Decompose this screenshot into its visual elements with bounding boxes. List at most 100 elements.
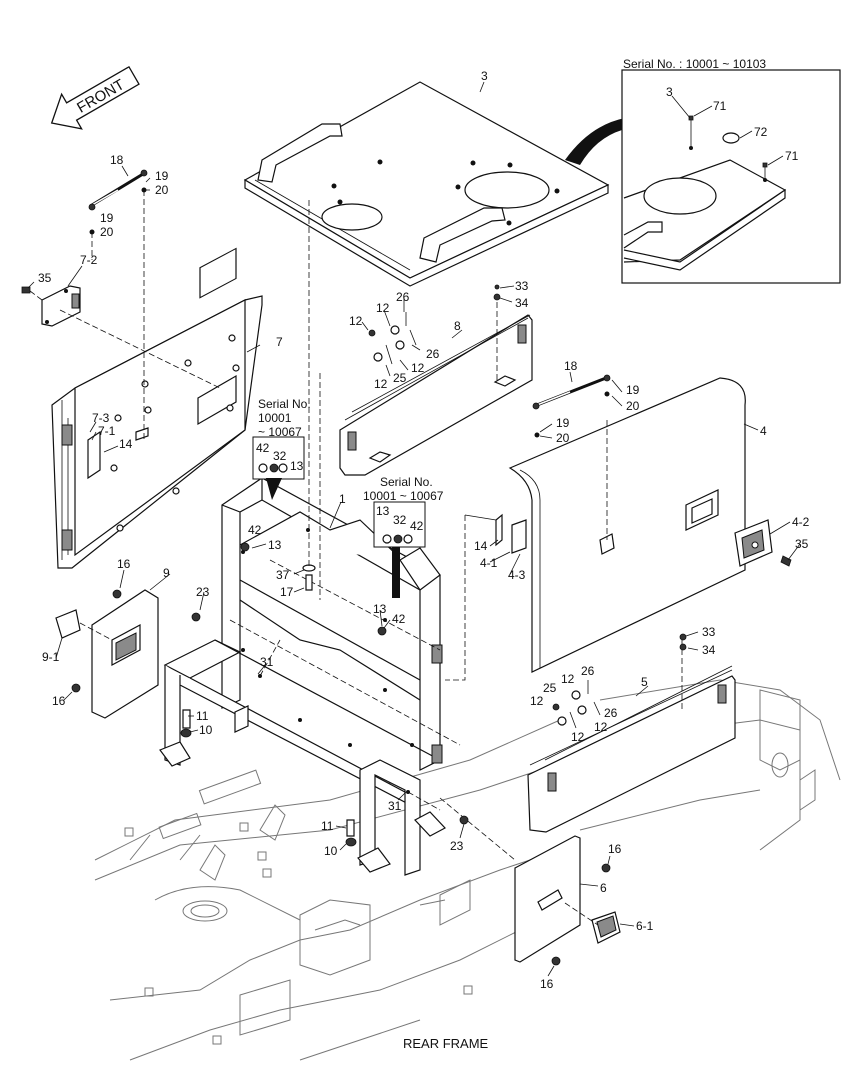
callout-9: 9 [163, 566, 170, 580]
callout-4-2: 4-2 [792, 515, 810, 529]
serial-note-a-line2: 10001 [258, 411, 292, 425]
left-door-part [51, 247, 263, 569]
rear-frame-drawing [94, 679, 841, 1061]
callout-4-1: 4-1 [480, 556, 498, 570]
callout-16c: 16 [608, 842, 622, 856]
callout-19b: 19 [100, 211, 114, 225]
callout-20b: 20 [100, 225, 114, 239]
callout-7-2: 7-2 [80, 253, 98, 267]
callout-34b: 34 [702, 643, 716, 657]
callout-18b: 18 [564, 359, 578, 373]
callout-10a: 10 [199, 723, 213, 737]
callout-12g: 12 [530, 694, 544, 708]
serial-note-a-part2: 32 [273, 449, 287, 463]
callout-12h: 12 [571, 730, 585, 744]
callout-35a: 35 [38, 271, 52, 285]
callout-12d: 12 [374, 377, 388, 391]
leader-lines [27, 81, 801, 977]
callout-11b: 11 [321, 819, 334, 833]
callout-31b: 31 [388, 799, 402, 813]
callout-20d: 20 [556, 431, 570, 445]
callout-19d: 19 [556, 416, 570, 430]
callout-18a: 18 [110, 153, 124, 167]
serial-note-b-line2: 10001 ~ 10067 [363, 489, 444, 503]
callout-26a: 26 [396, 290, 410, 304]
callout-31a: 31 [260, 655, 274, 669]
callout-42b: 42 [392, 612, 406, 626]
right-door-4 [508, 377, 746, 673]
callout-34a: 34 [515, 296, 529, 310]
callout-25a: 25 [393, 371, 407, 385]
side-panel-9 [55, 589, 159, 719]
callout-11a: 11 [196, 709, 209, 723]
callout-16d: 16 [540, 977, 554, 991]
side-cover-8 [319, 302, 533, 600]
inset-serial-label: Serial No. : 10001 ~ 10103 [623, 57, 766, 71]
front-arrow-label: FRONT [74, 76, 127, 117]
callout-6-1: 6-1 [636, 919, 654, 933]
side-panel-6 [439, 797, 621, 963]
callout-6: 6 [600, 881, 607, 895]
callout-5: 5 [641, 675, 648, 689]
inset-callout-71a: 71 [713, 99, 727, 113]
callout-23b: 23 [450, 839, 464, 853]
callout-12f: 12 [561, 672, 575, 686]
callout-9-1: 9-1 [42, 650, 60, 664]
door-latch-7-2 [21, 285, 221, 389]
serial-note-a-line1: Serial No. [258, 397, 311, 411]
callout-12a: 12 [376, 301, 390, 315]
callout-26b: 26 [426, 347, 440, 361]
callout-14b: 14 [474, 539, 488, 553]
callout-12i: 12 [594, 720, 608, 734]
callout-42a: 42 [248, 523, 262, 537]
callout-33b: 33 [702, 625, 716, 639]
side-cover-5 [527, 640, 736, 833]
callout-26d: 26 [604, 706, 618, 720]
callout-33a: 33 [515, 279, 529, 293]
callout-4-3: 4-3 [508, 568, 526, 582]
door-latch-4-2 [734, 519, 792, 567]
callout-17: 17 [280, 585, 294, 599]
inset-callout-3: 3 [666, 85, 673, 99]
callout-16b: 16 [52, 694, 66, 708]
serial-note-b-part3: 42 [410, 519, 424, 533]
hardware-group [71, 284, 687, 966]
callout-7: 7 [276, 335, 283, 349]
callout-7-3: 7-3 [92, 411, 110, 425]
callout-25b: 25 [543, 681, 557, 695]
gas-spring-left [88, 169, 148, 440]
callout-13a: 13 [268, 538, 282, 552]
inset-callout-72: 72 [754, 125, 768, 139]
callout-7-1: 7-1 [98, 424, 116, 438]
serial-note-a-line3: ~ 10067 [258, 425, 302, 439]
callout-labels: 3 18 19 20 19 20 7-2 35 7 7-3 7-1 14 33 … [38, 69, 810, 1051]
callout-14a: 14 [119, 437, 133, 451]
callout-20a: 20 [155, 183, 169, 197]
hinge-bracket-4-1 [445, 513, 527, 681]
front-arrow: FRONT [50, 65, 140, 130]
callout-8: 8 [454, 319, 461, 333]
serial-note-b-part2: 32 [393, 513, 407, 527]
rear-frame-label: REAR FRAME [403, 1036, 489, 1051]
gas-spring-right [532, 374, 611, 438]
callout-23a: 23 [196, 585, 210, 599]
serial-note-a-part1: 42 [256, 441, 270, 455]
main-frame-part [159, 477, 461, 876]
inset-pointer-arrow [565, 118, 625, 165]
callout-19a: 19 [155, 169, 169, 183]
serial-note-a-part3: 13 [290, 459, 304, 473]
callout-19c: 19 [626, 383, 640, 397]
callout-10b: 10 [324, 844, 338, 858]
serial-note-b-line1: Serial No. [380, 475, 433, 489]
callout-16a: 16 [117, 557, 131, 571]
inset-callout-71b: 71 [785, 149, 799, 163]
pin-37 [302, 200, 316, 591]
callout-13b: 13 [373, 602, 387, 616]
inset-detail: Serial No. : 10001 ~ 10103 3 71 72 71 [621, 57, 841, 284]
callout-12b: 12 [349, 314, 363, 328]
callout-20c: 20 [626, 399, 640, 413]
callout-4: 4 [760, 424, 767, 438]
top-cover-part [243, 81, 610, 287]
